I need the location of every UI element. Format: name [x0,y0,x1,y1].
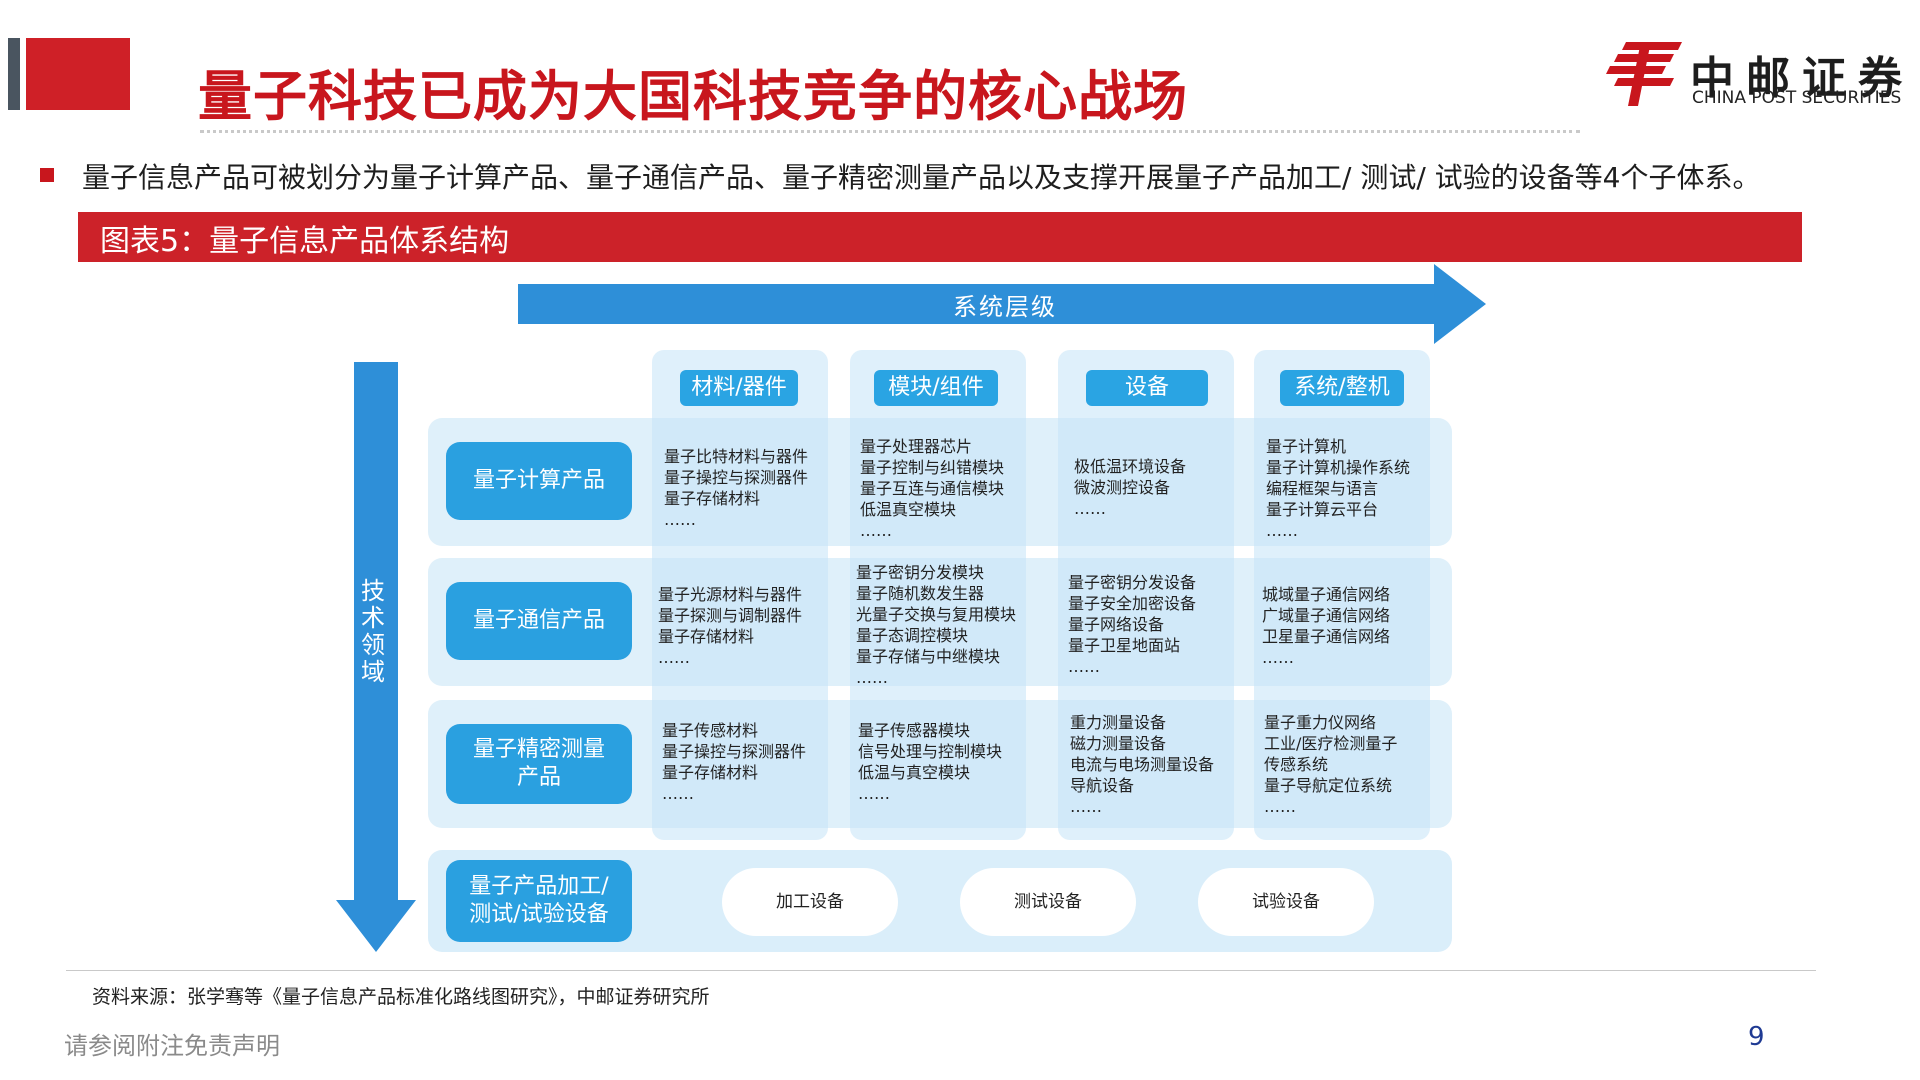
column-panel-materials [652,350,828,840]
system-level-arrow-icon [518,264,1486,344]
cell-computing-materials: 量子比特材料与器件量子操控与探测器件量子存储材料…… [664,447,809,529]
page-title: 量子科技已成为大国科技竞争的核心战场 [198,65,1188,128]
figure-title: 图表5：量子信息产品体系结构 [100,224,510,259]
column-panel-equipment [1058,350,1234,840]
cell-computing-modules: 量子处理器芯片量子控制与纠错模块量子互连与通信模块低温真空模块…… [860,437,1005,540]
column-header-materials: 材料/器件 [680,370,798,406]
title-divider [200,130,1580,133]
column-header-systems: 系统/整机 [1280,370,1404,406]
testing-equipment-pill: 测试设备 [960,868,1136,936]
bullet-marker [40,168,54,182]
cell-computing-equipment: 极低温环境设备微波测控设备…… [1074,457,1187,518]
trial-equipment-pill: 试验设备 [1198,868,1374,936]
cell-computing-systems: 量子计算机量子计算机操作系统编程框架与语言量子计算云平台…… [1266,437,1411,540]
tech-domain-arrow-icon [336,362,416,952]
cell-communication-materials: 量子光源材料与器件量子探测与调制器件量子存储材料…… [658,585,803,667]
cell-measurement-systems: 量子重力仪网络工业/医疗检测量子传感系统量子导航定位系统…… [1264,713,1398,816]
cell-measurement-equipment: 重力测量设备磁力测量设备电流与电场测量设备导航设备…… [1070,713,1215,816]
cell-measurement-modules: 量子传感器模块信号处理与控制模块低温与真空模块…… [858,721,1003,803]
row-label-measurement: 量子精密测量 产品 [446,724,632,804]
processing-equipment-pill: 加工设备 [722,868,898,936]
cell-communication-equipment: 量子密钥分发设备量子安全加密设备量子网络设备量子卫星地面站…… [1068,573,1197,676]
source-divider [66,970,1816,971]
logo-subtitle: CHINA POST SECURITIES [1692,88,1902,108]
cell-measurement-materials: 量子传感材料量子操控与探测器件量子存储材料…… [662,721,807,803]
logo-name: 中邮证券 [1690,53,1914,104]
cell-communication-modules: 量子密钥分发模块量子随机数发生器光量子交换与复用模块量子态调控模块量子存储与中继… [856,563,1017,687]
header-accent-red [26,38,130,110]
source-note: 资料来源：张学骞等《量子信息产品标准化路线图研究》，中邮证券研究所 [92,986,710,1008]
row-label-equipment-support: 量子产品加工/ 测试/试验设备 [446,860,632,942]
disclaimer-note: 请参阅附注免责声明 [64,1032,280,1060]
column-header-equipment: 设备 [1086,370,1208,406]
china-post-logo-icon [1606,42,1682,106]
column-panel-modules [850,350,1026,840]
row-label-communication: 量子通信产品 [446,582,632,660]
header-accent-dark [8,38,20,110]
figure-title-bar [78,212,1802,262]
page-number: 9 [1748,1022,1765,1052]
tech-domain-label: 技 术 领 域 [361,577,385,686]
system-level-label: 系统层级 [953,293,1057,321]
row-label-computing: 量子计算产品 [446,442,632,520]
cell-communication-systems: 城域量子通信网络广域量子通信网络卫星量子通信网络…… [1262,585,1391,667]
column-panel-systems [1254,350,1430,840]
column-header-modules: 模块/组件 [874,370,998,406]
bullet-text: 量子信息产品可被划分为量子计算产品、量子通信产品、量子精密测量产品以及支撑开展量… [82,161,1761,194]
